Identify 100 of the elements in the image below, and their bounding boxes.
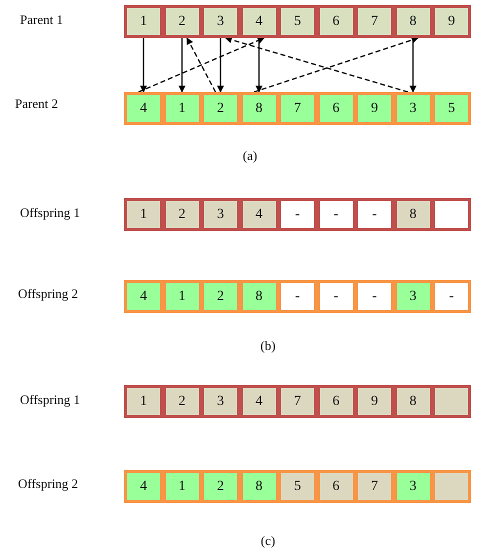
gene-value: 1 bbox=[178, 288, 186, 304]
gene-cell bbox=[124, 385, 163, 418]
arrow bbox=[138, 37, 265, 93]
gene-value: 2 bbox=[178, 14, 186, 30]
gene-value: 8 bbox=[410, 14, 416, 30]
gene-value: 3 bbox=[410, 478, 416, 494]
gene-value: 4 bbox=[140, 478, 147, 494]
gene-value: - bbox=[334, 206, 338, 222]
gene-value: 6 bbox=[332, 394, 340, 410]
gene-value: 7 bbox=[294, 100, 301, 116]
arrow bbox=[217, 38, 224, 93]
panel-caption: (c) bbox=[260, 533, 276, 549]
gene-value: - bbox=[334, 288, 338, 304]
gene-value: 6 bbox=[332, 478, 340, 494]
gene-value: 6 bbox=[332, 14, 340, 30]
gene-value: 5 bbox=[294, 478, 301, 494]
gene-cell bbox=[355, 92, 394, 125]
row-label: Parent 1 bbox=[20, 12, 63, 28]
gene-value: 8 bbox=[410, 394, 416, 410]
gene-cell bbox=[240, 385, 278, 418]
panel-caption: (a) bbox=[242, 148, 258, 164]
gene-cell bbox=[394, 5, 432, 38]
gene-value: 8 bbox=[256, 478, 262, 494]
gene-cell bbox=[240, 92, 278, 125]
arrow bbox=[254, 36, 419, 93]
gene-value: 2 bbox=[217, 288, 224, 304]
arrow bbox=[224, 36, 408, 93]
gene-value: 4 bbox=[140, 288, 147, 304]
gene-cell bbox=[240, 5, 278, 38]
gene-cell bbox=[394, 470, 432, 503]
gene-value: - bbox=[372, 288, 377, 304]
gene-value: 1 bbox=[178, 100, 186, 116]
gene-value: 6 bbox=[332, 100, 340, 116]
gene-cell bbox=[124, 5, 163, 38]
gene-value: 4 bbox=[140, 100, 147, 116]
gene-value: 4 bbox=[256, 206, 262, 222]
gene-cell bbox=[278, 280, 317, 313]
arrow bbox=[186, 37, 216, 92]
gene-cell bbox=[394, 92, 432, 125]
gene-value: - bbox=[295, 206, 300, 222]
gene-cell bbox=[432, 5, 471, 38]
gene-cell bbox=[162, 385, 202, 418]
gene-cell bbox=[240, 280, 278, 313]
gene-value: 3 bbox=[217, 394, 224, 410]
gene-cell bbox=[124, 198, 163, 231]
gene-cell bbox=[278, 385, 317, 418]
gene-cell bbox=[162, 92, 202, 125]
gene-cell bbox=[162, 280, 202, 313]
gene-cell bbox=[316, 198, 356, 231]
gene-value: 3 bbox=[410, 100, 416, 116]
gene-cell bbox=[394, 385, 432, 418]
gene-value: 3 bbox=[217, 14, 224, 30]
gene-cell bbox=[355, 470, 394, 503]
gene-cell bbox=[316, 92, 356, 125]
gene-cell bbox=[355, 385, 394, 418]
gene-cell bbox=[355, 280, 394, 313]
gene-cell bbox=[162, 198, 202, 231]
gene-cell bbox=[278, 198, 317, 231]
gene-value: 2 bbox=[217, 478, 224, 494]
gene-value: 1 bbox=[140, 206, 147, 222]
gene-cell bbox=[432, 280, 471, 313]
gene-cell bbox=[124, 470, 163, 503]
gene-cell bbox=[355, 5, 394, 38]
gene-cell bbox=[201, 5, 240, 38]
gene-cell bbox=[162, 470, 202, 503]
gene-cell bbox=[316, 5, 356, 38]
gene-cell bbox=[124, 280, 163, 313]
gene-value: 5 bbox=[294, 14, 301, 30]
gene-cell bbox=[201, 280, 240, 313]
gene-value: 4 bbox=[256, 394, 262, 410]
gene-value: 5 bbox=[448, 100, 455, 116]
gene-cell bbox=[316, 280, 356, 313]
row-label: Offspring 2 bbox=[18, 476, 78, 492]
gene-cell bbox=[124, 92, 163, 125]
gene-value: 7 bbox=[371, 14, 378, 30]
gene-cell bbox=[316, 385, 356, 418]
gene-value: - bbox=[372, 206, 377, 222]
gene-value: 9 bbox=[448, 14, 455, 30]
gene-value: 1 bbox=[140, 14, 147, 30]
gene-value: 7 bbox=[371, 478, 378, 494]
row-label: Parent 2 bbox=[15, 96, 58, 112]
gene-cell bbox=[278, 470, 317, 503]
gene-cell bbox=[240, 198, 278, 231]
panel-caption: (b) bbox=[260, 338, 276, 354]
row-label: Offspring 2 bbox=[18, 286, 78, 302]
gene-value: 2 bbox=[217, 100, 224, 116]
gene-value: 7 bbox=[294, 394, 301, 410]
gene-cell bbox=[394, 280, 432, 313]
gene-value: 9 bbox=[371, 394, 378, 410]
gene-cell bbox=[240, 470, 278, 503]
gene-cell bbox=[394, 198, 432, 231]
gene-value: 4 bbox=[256, 14, 262, 30]
row-label: Offspring 1 bbox=[20, 392, 80, 408]
gene-cell bbox=[432, 92, 471, 125]
gene-cell bbox=[201, 198, 240, 231]
row-label: Offspring 1 bbox=[20, 205, 80, 221]
gene-cell bbox=[316, 470, 356, 503]
gene-cell bbox=[355, 198, 394, 231]
gene-value: 1 bbox=[140, 394, 147, 410]
gene-cell bbox=[162, 5, 202, 38]
